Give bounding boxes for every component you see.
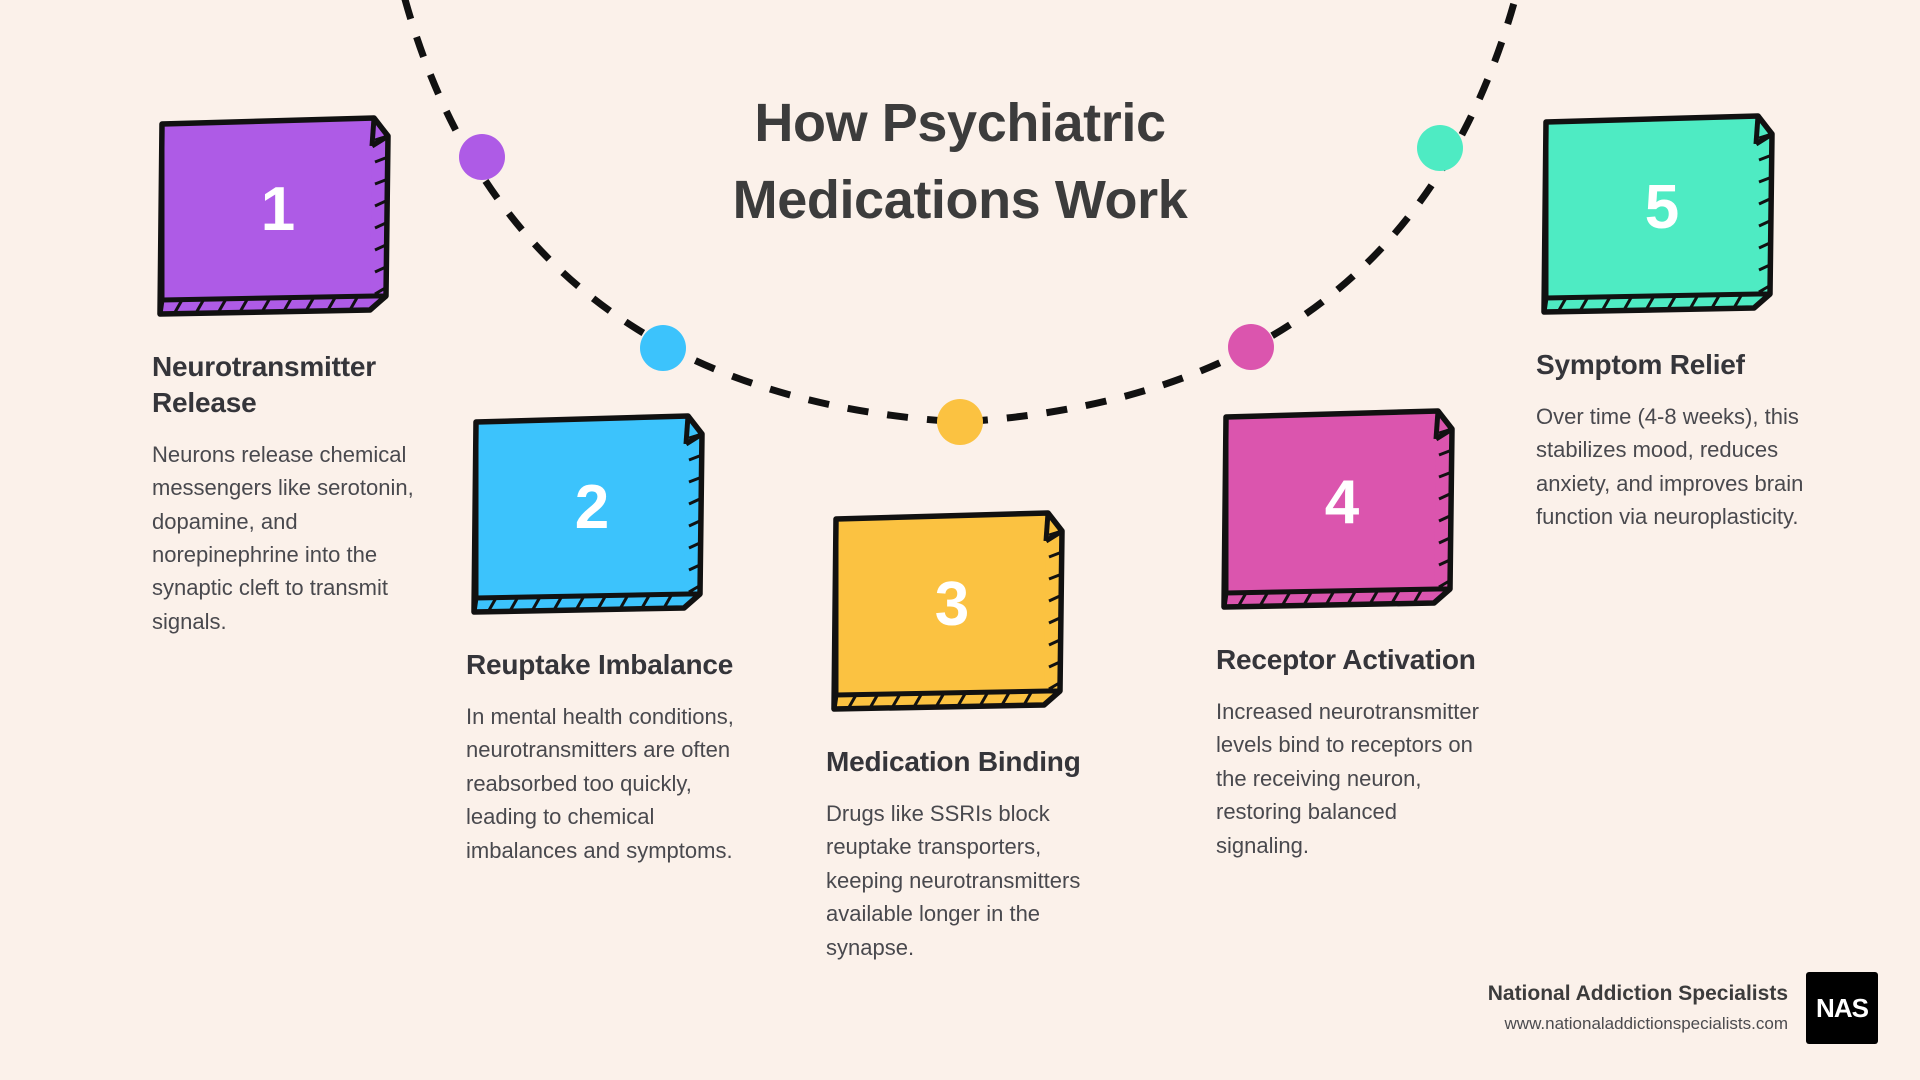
step-3-heading: Medication Binding	[826, 746, 1081, 777]
step-2-body: In mental health conditions, neurotransm…	[466, 703, 734, 863]
curve-node-5	[1417, 125, 1463, 171]
step-3-body: Drugs like SSRIs block reuptake transpor…	[826, 800, 1081, 960]
step-3-card-shape	[831, 510, 1065, 712]
step-2: 2 Reuptake Imbalance In mental health co…	[466, 408, 734, 867]
footer-text-block: National Addiction Specialists www.natio…	[1488, 980, 1788, 1036]
footer-branding: National Addiction Specialists www.natio…	[1488, 972, 1878, 1044]
curve-node-4	[1228, 324, 1274, 370]
step-5-card[interactable]: 5	[1536, 108, 1804, 323]
step-4-body: Increased neurotransmitter levels bind t…	[1216, 698, 1479, 858]
step-4-card-shape	[1221, 408, 1455, 610]
step-5-heading: Symptom Relief	[1536, 349, 1745, 380]
curve-node-2	[640, 325, 686, 371]
step-4: 4 Receptor Activation Increased neurotra…	[1216, 403, 1484, 862]
step-2-card-shape	[471, 413, 705, 615]
nas-logo: NAS	[1806, 972, 1878, 1044]
step-2-card[interactable]: 2	[466, 408, 734, 623]
step-2-heading: Reuptake Imbalance	[466, 649, 734, 680]
step-1-heading: Neurotransmitter Release	[152, 351, 376, 418]
step-1-body: Neurons release chemical messengers like…	[152, 441, 414, 634]
curve-node-3	[937, 399, 983, 445]
page-title: How Psychiatric Medications Work	[660, 85, 1260, 238]
curve-node-1	[459, 134, 505, 180]
title-line-1: How Psychiatric	[754, 93, 1166, 153]
website-url[interactable]: www.nationaladdictionspecialists.com	[1504, 1014, 1788, 1034]
step-1-card[interactable]: 1	[152, 110, 420, 325]
organization-name: National Addiction Specialists	[1487, 981, 1788, 1005]
step-5-body: Over time (4-8 weeks), this stabilizes m…	[1536, 403, 1804, 530]
step-5: 5 Symptom Relief Over time (4-8 weeks), …	[1536, 108, 1804, 534]
step-1: 1 Neurotransmitter Release Neurons relea…	[152, 110, 420, 638]
step-4-heading: Receptor Activation	[1216, 644, 1476, 675]
step-3-card[interactable]: 3	[826, 505, 1094, 720]
step-3: 3 Medication Binding Drugs like SSRIs bl…	[826, 505, 1094, 964]
step-1-card-shape	[157, 115, 391, 317]
step-4-card[interactable]: 4	[1216, 403, 1484, 618]
title-line-2: Medications Work	[732, 169, 1188, 230]
step-5-card-shape	[1541, 113, 1775, 315]
